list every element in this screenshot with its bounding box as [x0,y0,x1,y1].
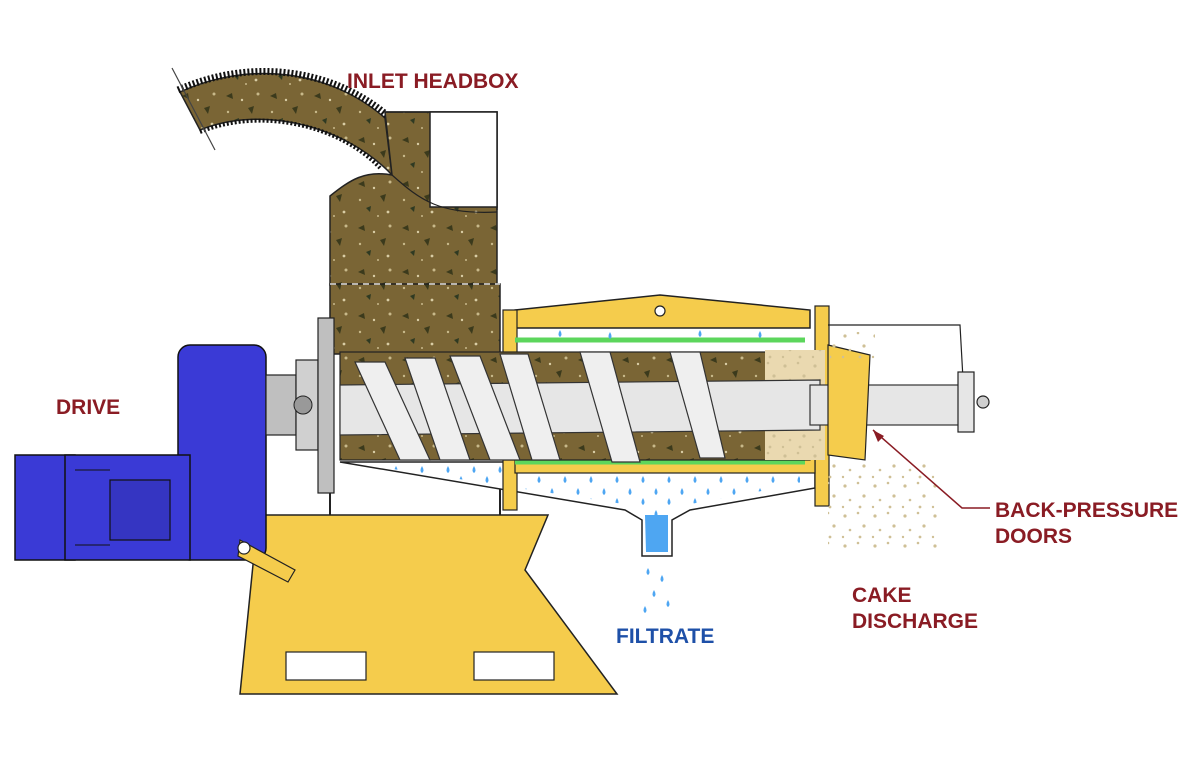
cake-discharge-label-line2: DISCHARGE [852,610,979,633]
filtrate-hopper [339,461,816,613]
filtrate-label: FILTRATE [616,625,715,648]
back-pressure-doors-label-line2: DOORS [995,525,1073,548]
cake-discharge [828,332,938,550]
cake-discharge-label-line1: CAKE [852,584,912,607]
drive-unit [14,317,335,583]
base-frame [239,460,619,695]
inlet-headbox-label: INLET HEADBOX [347,70,519,93]
drive-label: DRIVE [56,396,121,419]
back-pressure-leader [872,429,990,509]
back-pressure-doors [827,324,990,461]
inlet-headbox [329,111,501,355]
back-pressure-doors-label-line1: BACK-PRESSURE [995,499,1179,522]
